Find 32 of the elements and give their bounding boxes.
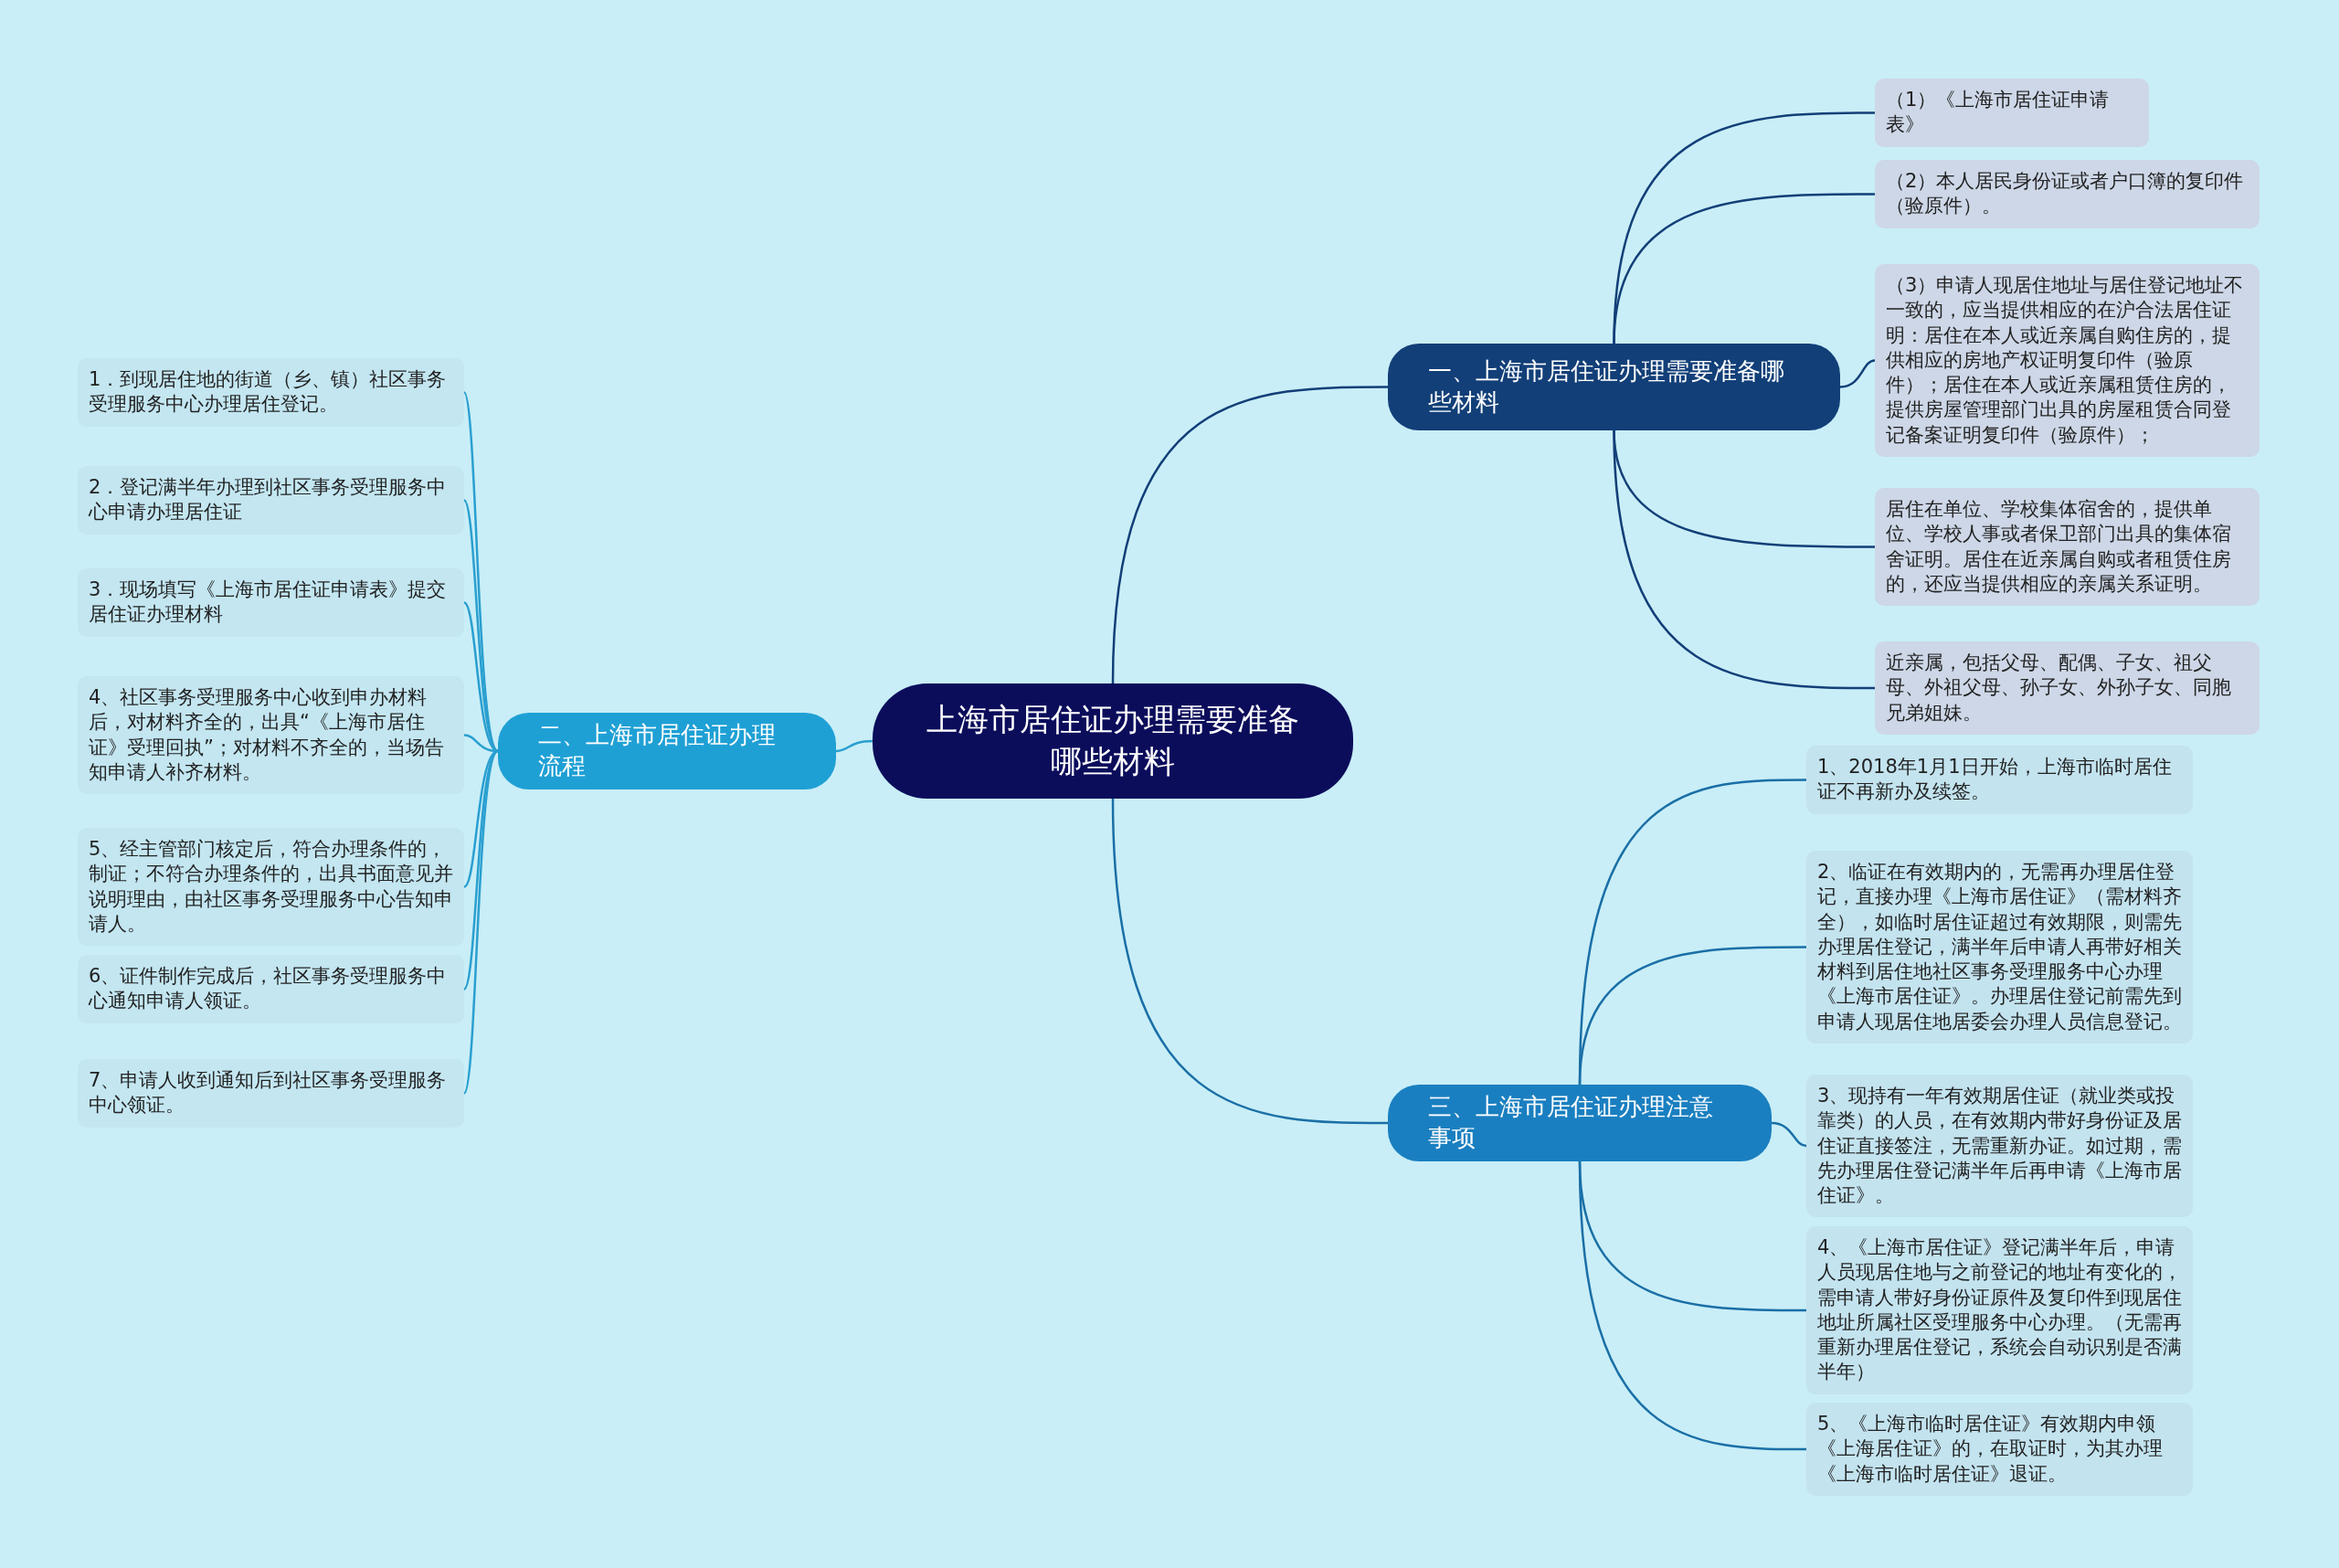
connector-line [1771, 1121, 1807, 1148]
branch-topic: 一、上海市居住证办理需要准备哪些材料 [1388, 344, 1840, 430]
subtopic-card: 2、临证在有效期内的，无需再办理居住登记，直接办理《上海市居住证》（需材料齐全），如临时居住证超过有效期限，则需先办理居住登记，满半年后申请人再带好相关材料到居住地社区事务受理服务中心办理《上海市居住证》。办理居住登记前需先到申请人现居住地居委会办理人员信息登记。 [1806, 851, 2193, 1044]
subtopic-card: 5、经主管部门核定后，符合办理条件的，制证；不符合办理条件的，出具书面意见并说明理由，由社区事务受理服务中心告知申请人。 [78, 828, 464, 947]
subtopic-card: 2．登记满半年办理到社区事务受理服务中心申请办理居住证 [78, 466, 464, 535]
subtopic-card: （2）本人居民身份证或者户口簿的复印件（验原件）。 [1875, 160, 2260, 228]
connector-line [835, 739, 873, 753]
connector-line [1839, 359, 1876, 388]
connector-line [462, 392, 500, 752]
branch-topic: 三、上海市居住证办理注意事项 [1388, 1085, 1772, 1161]
subtopic-card: 4、《上海市居住证》登记满半年后，申请人员现居住地与之前登记的地址有变化的，需申请人带好身份证原件及复印件到现居住地址所属社区受理服务中心办理。（无需再重新办理居住登记，系统会自动识别是否满半年） [1806, 1226, 2193, 1394]
subtopic-card: 4、社区事务受理服务中心收到申办材料后，对材料齐全的，出具“《上海市居住证》受理回执”；对材料不齐全的，当场告知申请人补齐材料。 [78, 676, 464, 795]
subtopic-card: 6、证件制作完成后，社区事务受理服务中心通知申请人领证。 [78, 955, 464, 1023]
subtopic-card: 5、《上海市临时居住证》有效期内申领《上海居住证》的，在取证时，为其办理《上海市临时居住证》退证。 [1806, 1403, 2193, 1496]
branch-topic: 二、上海市居住证办理流程 [498, 713, 836, 789]
subtopic-card: （3）申请人现居住地址与居住登记地址不一致的，应当提供相应的在沪合法居住证明：居住在本人或近亲属自购住房的，提供相应的房地产权证明复印件（验原件）；居住在本人或近亲属租赁住房的，提供房屋管理部门出具的房屋租赁合同登记备案证明复印件（验原件）； [1875, 264, 2260, 458]
subtopic-card: 1．到现居住地的街道（乡、镇）社区事务受理服务中心办理居住登记。 [78, 358, 464, 427]
subtopic-card: 3．现场填写《上海市居住证申请表》提交居住证办理材料 [78, 568, 464, 637]
subtopic-card: 3、现持有一年有效期居住证（就业类或投靠类）的人员，在有效期内带好身份证及居住证直接签注，无需重新办证。如过期，需先办理居住登记满半年后再申请《上海市居住证》。 [1806, 1075, 2193, 1218]
subtopic-card: 近亲属，包括父母、配偶、子女、祖父母、外祖父母、孙子女、外孙子女、同胞兄弟姐妹。 [1875, 641, 2260, 735]
connector-line [1111, 798, 1388, 1125]
subtopic-card: 居住在单位、学校集体宿舍的，提供单位、学校人事或者保卫部门出具的集体宿舍证明。居住在近亲属自购或者租赁住房的，还应当提供相应的亲属关系证明。 [1875, 488, 2260, 607]
connector-line [1111, 386, 1388, 684]
subtopic-card: 1、2018年1月1日开始，上海市临时居住证不再新办及续签。 [1806, 746, 2193, 814]
subtopic-card: （1）《上海市居住证申请表》 [1875, 79, 2149, 147]
central-topic: 上海市居住证办理需要准备哪些材料 [873, 683, 1353, 799]
connector-line [462, 750, 499, 1094]
connector-line [1613, 193, 1875, 344]
connector-line [1578, 1160, 1806, 1451]
connector-line [1613, 429, 1875, 690]
subtopic-card: 7、申请人收到通知后到社区事务受理服务中心领证。 [78, 1059, 464, 1128]
connector-line [1578, 946, 1806, 1086]
